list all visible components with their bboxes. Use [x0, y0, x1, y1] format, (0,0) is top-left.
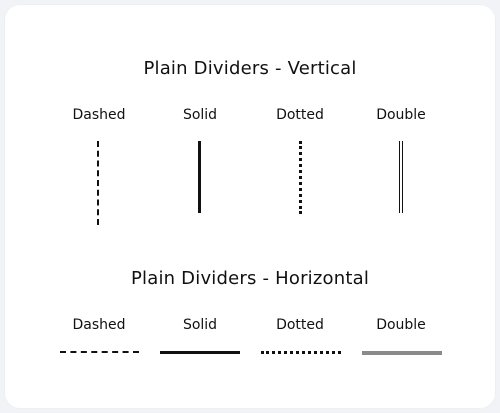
horizontal-divider-double — [362, 351, 442, 355]
horizontal-divider-dashed — [60, 351, 139, 353]
horizontal-section-title: Plain Dividers - Horizontal — [130, 268, 370, 289]
horizontal-label-dashed: Dashed — [72, 317, 126, 333]
horizontal-label-dotted: Dotted — [276, 317, 324, 333]
horizontal-label-solid: Solid — [182, 317, 218, 333]
horizontal-divider-solid — [160, 351, 240, 354]
horizontal-divider-dotted — [261, 351, 341, 354]
vertical-label-double: Double — [376, 107, 426, 123]
vertical-label-solid: Solid — [182, 107, 218, 123]
vertical-divider-double — [399, 141, 403, 213]
dividers-card: Plain Dividers - Vertical Dashed Solid D… — [4, 4, 496, 409]
vertical-divider-solid — [198, 141, 201, 213]
vertical-divider-dotted — [299, 141, 302, 214]
horizontal-label-double: Double — [376, 317, 426, 333]
vertical-divider-dashed — [97, 141, 99, 225]
vertical-label-dotted: Dotted — [276, 107, 324, 123]
vertical-section-title: Plain Dividers - Vertical — [143, 58, 357, 79]
vertical-label-dashed: Dashed — [72, 107, 126, 123]
